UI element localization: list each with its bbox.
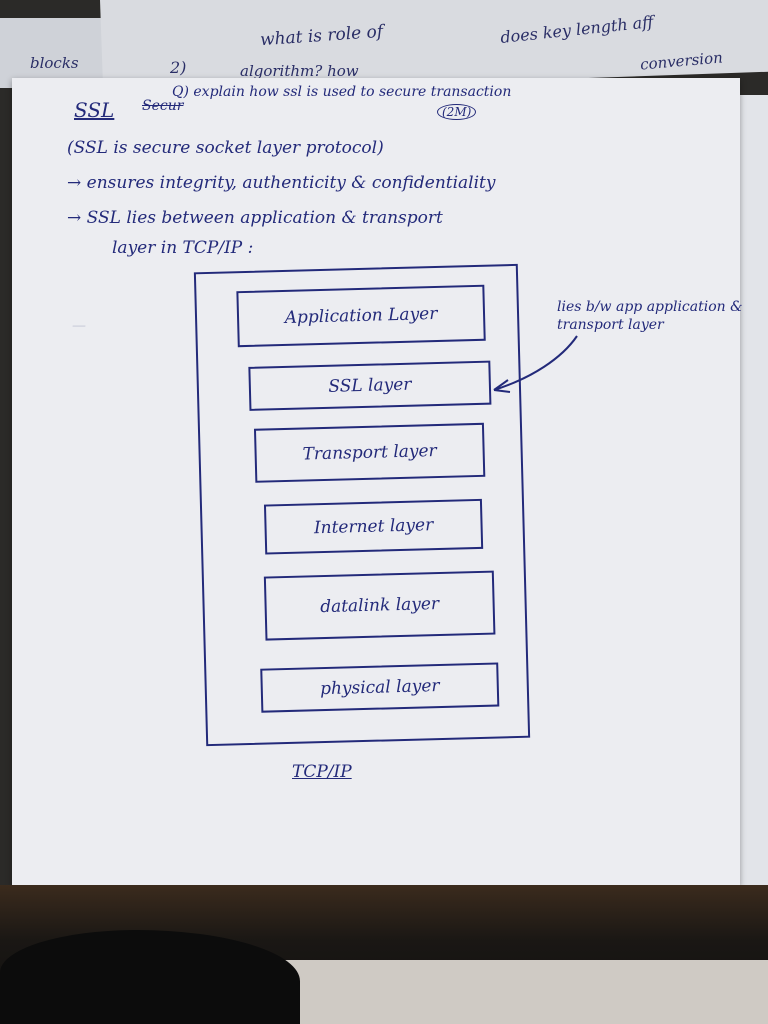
layer-datalink: datalink layer <box>263 570 496 641</box>
dark-object <box>0 930 300 1024</box>
stack-label: TCP/IP <box>292 762 352 782</box>
note-line-ensures: → ensures integrity, authenticity & conf… <box>67 173 496 193</box>
layer-ssl: SSL layer <box>248 360 492 411</box>
tcp-ip-layer-stack: Application Layer SSL layer Transport la… <box>193 263 531 747</box>
layer-internet: Internet layer <box>263 498 484 555</box>
back-note-blocks: blocks <box>30 54 79 72</box>
back-note-numbering: 2) <box>170 58 187 77</box>
layer-transport: Transport layer <box>253 422 486 483</box>
page-title: SSL <box>74 98 115 122</box>
layer-application: Application Layer <box>236 284 486 348</box>
note-line-position-cont: layer in TCP/IP : <box>112 238 254 258</box>
notebook-page: Q) explain how ssl is used to secure tra… <box>12 78 743 886</box>
bleed-through-text: — <box>72 318 86 334</box>
struck-out-word: Secur <box>142 98 184 114</box>
floor-area <box>230 960 768 1024</box>
ssl-annotation: lies b/w app application & transport lay… <box>557 299 743 333</box>
back-note-line2: algorithm? how <box>240 62 359 80</box>
right-notebook-page <box>740 95 768 885</box>
question-heading: Q) explain how ssl is used to secure tra… <box>172 84 512 100</box>
layer-physical: physical layer <box>260 662 500 713</box>
annotation-arrow <box>493 335 578 393</box>
note-line-definition: (SSL is secure socket layer protocol) <box>67 138 384 158</box>
marks-badge: (2M) <box>437 104 477 120</box>
note-line-position: → SSL lies between application & transpo… <box>67 208 443 228</box>
